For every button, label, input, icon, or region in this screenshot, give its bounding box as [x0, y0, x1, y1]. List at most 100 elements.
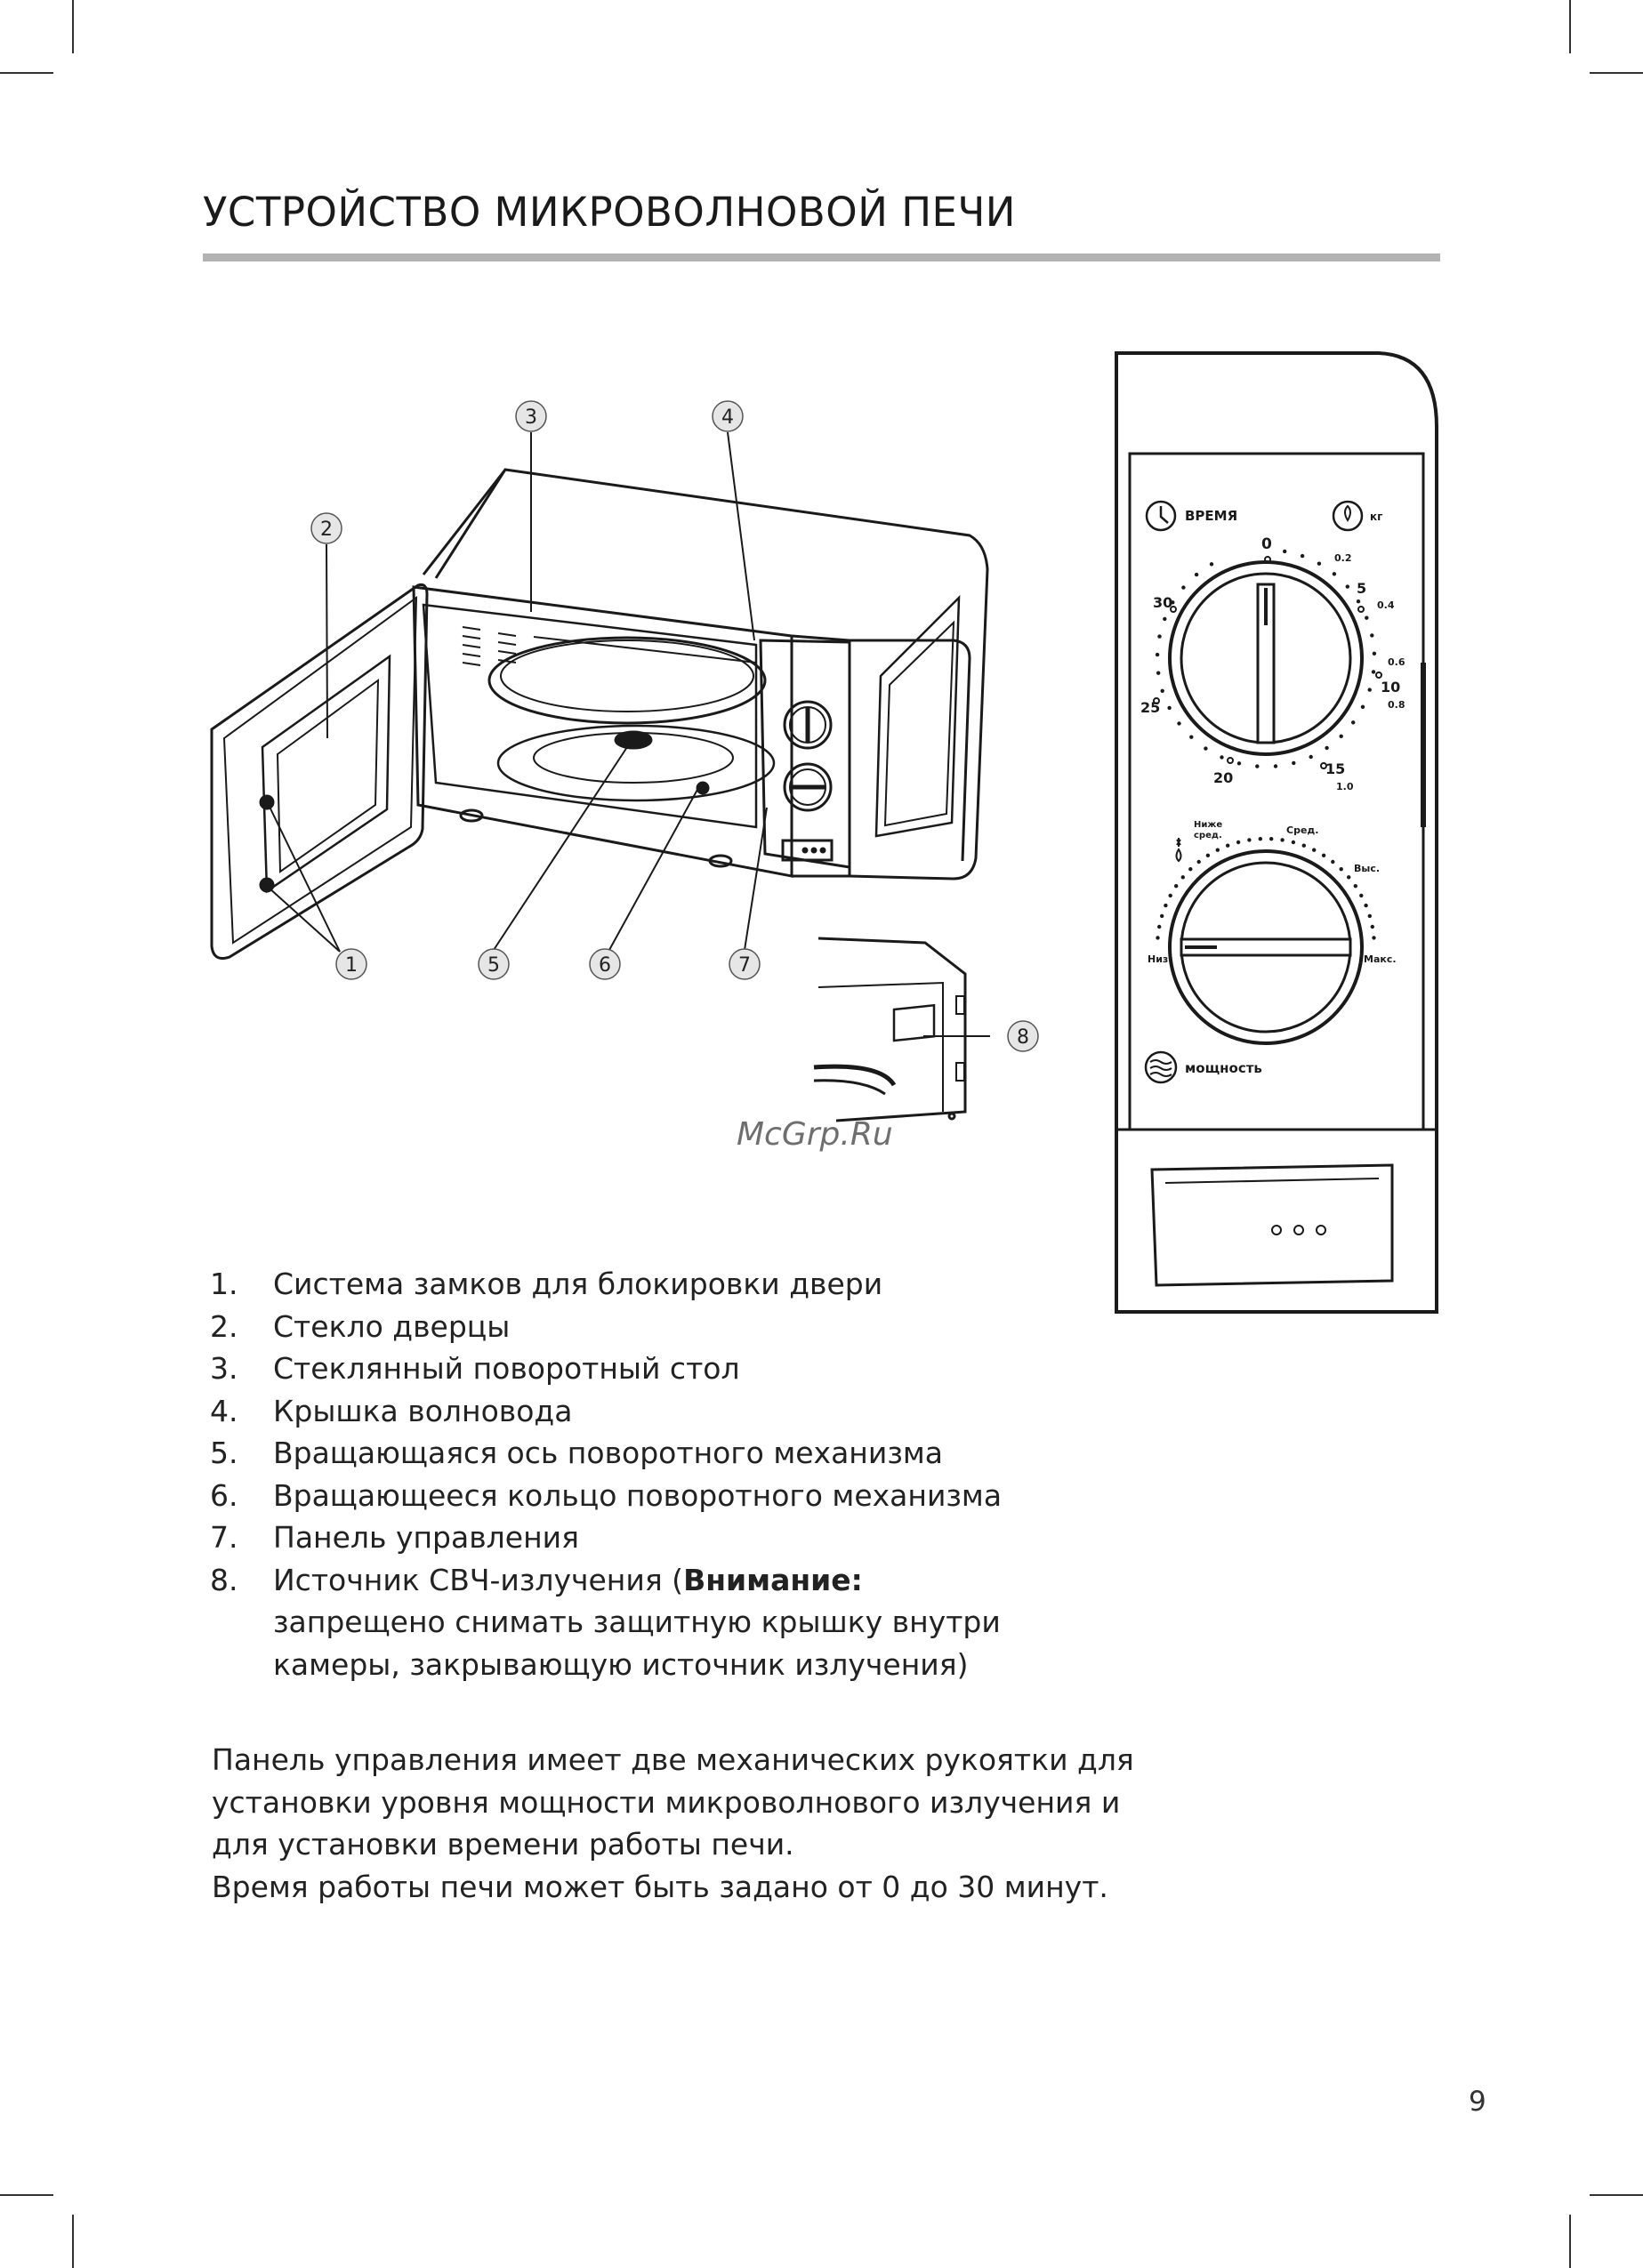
- crop-mark: [1590, 72, 1643, 74]
- weight-mark-1-0: 1.0: [1336, 781, 1354, 792]
- list-item: 1.Система замков для блокировки двери: [210, 1267, 883, 1301]
- callout-circle-4: [712, 400, 744, 432]
- time-mark-30: 30: [1153, 594, 1172, 611]
- dial-dot: [1180, 875, 1185, 880]
- callout-labels: 1 2 3 4 5 6 7 8: [310, 400, 1039, 1052]
- dial-dot: [1220, 755, 1224, 760]
- callout-circle-6: [589, 948, 621, 980]
- time-mark-10: 10: [1381, 679, 1400, 696]
- dial-dot: [1280, 838, 1285, 842]
- time-mark-20: 20: [1213, 769, 1233, 786]
- dial-dot: [1236, 840, 1241, 845]
- callout-circle-1: [335, 948, 367, 980]
- dial-dot: [1370, 924, 1374, 929]
- page-title: УСТРОЙСТВО МИКРОВОЛНОВОЙ ПЕЧИ: [203, 189, 1016, 236]
- dial-dot: [1283, 549, 1287, 554]
- dial-dot: [1356, 599, 1361, 604]
- dial-dot: [1364, 903, 1368, 908]
- time-mark-5: 5: [1357, 580, 1366, 597]
- warning-label: Внимание:: [683, 1562, 863, 1597]
- dial-dot: [1189, 735, 1194, 739]
- list-item: 4.Крышка волновода: [210, 1393, 573, 1428]
- description-paragraph: Время работы печи может быть задано от 0…: [212, 1869, 1108, 1904]
- dial-dot: [1300, 553, 1305, 559]
- crop-mark: [0, 2194, 53, 2196]
- microwave-illustration: [210, 431, 990, 1037]
- power-dial-dots: [1156, 837, 1376, 940]
- list-item: 7.Панель управления: [210, 1520, 579, 1555]
- dial-dot: [1258, 837, 1262, 841]
- dial-dot: [1332, 572, 1337, 576]
- power-label: мощность: [1185, 1060, 1262, 1076]
- dial-dot: [1339, 867, 1343, 872]
- dial-dot: [1370, 633, 1374, 638]
- dial-dot: [1351, 720, 1356, 725]
- dial-dot: [1156, 671, 1161, 675]
- list-item: 8.Источник СВЧ-излучения (Внимание: запр…: [210, 1562, 1001, 1682]
- control-panel-drawing: ВРЕМЯ кг 0 5 10 15 20 25 30 0.2 0.4 0.6 …: [1115, 351, 1438, 1314]
- dial-dot: [1167, 705, 1172, 711]
- callout-circle-3: [515, 400, 547, 432]
- parts-list: 1.Система замков для блокировки двери 2.…: [210, 1263, 1074, 1685]
- dial-dot: [1367, 688, 1372, 692]
- weight-mark-0-4: 0.4: [1377, 599, 1395, 611]
- callout-number-7: 7: [738, 954, 751, 977]
- callout-number-3: 3: [525, 406, 537, 429]
- dial-dot: [1168, 893, 1172, 898]
- list-item: 3.Стеклянный поворотный стол: [210, 1351, 740, 1386]
- dial-dot: [1255, 764, 1260, 768]
- callout-circle-8: [1007, 1020, 1039, 1052]
- dial-dot: [1215, 848, 1220, 852]
- dial-dot: [1339, 734, 1343, 738]
- dial-dot: [1371, 670, 1376, 674]
- crop-mark: [72, 2215, 74, 2268]
- dial-dot: [1365, 615, 1369, 620]
- crop-mark: [1590, 2194, 1643, 2196]
- description: Панель управления имеет две механических…: [212, 1739, 1146, 1908]
- callout-number-8: 8: [1017, 1026, 1029, 1049]
- dial-dot: [1160, 913, 1164, 919]
- dial-dot: [1347, 875, 1351, 880]
- weight-mark-0-8: 0.8: [1388, 699, 1405, 711]
- power-level-lower-mid: Ниже: [1194, 820, 1222, 830]
- list-item: 2.Стекло дверцы: [210, 1308, 511, 1344]
- dial-dot: [1321, 853, 1326, 857]
- time-mark-25: 25: [1140, 699, 1160, 716]
- crop-mark: [72, 0, 74, 53]
- dial-dot: [1177, 721, 1181, 726]
- dial-dot: [1157, 924, 1162, 929]
- waveguide-cover-detail: [813, 937, 967, 1122]
- callout-number-5: 5: [487, 954, 500, 977]
- power-level-low: Низ.: [1148, 953, 1172, 965]
- dial-dot: [1367, 913, 1372, 919]
- dial-dot: [1331, 859, 1335, 865]
- dial-dot: [1157, 634, 1162, 639]
- dial-dot: [1353, 884, 1357, 889]
- dial-dot: [1372, 651, 1377, 655]
- weight-unit-label: кг: [1370, 511, 1382, 523]
- dial-dot: [1372, 936, 1376, 940]
- microwave-waves-icon: [1144, 1050, 1178, 1084]
- dial-dot: [1359, 893, 1364, 898]
- dial-dot: [1205, 853, 1211, 857]
- dial-dot: [1181, 585, 1186, 590]
- callout-number-1: 1: [345, 954, 358, 977]
- power-level-high: Выс.: [1354, 863, 1380, 874]
- callout-number-2: 2: [320, 519, 333, 541]
- callout-circle-5: [478, 948, 510, 980]
- dial-dot: [1317, 561, 1322, 566]
- list-item: 6.Вращающееся кольцо поворотного механиз…: [210, 1477, 1003, 1513]
- page-number: 9: [1469, 2086, 1486, 2118]
- time-mark-15: 15: [1325, 760, 1345, 777]
- callout-number-4: 4: [721, 406, 734, 429]
- crop-mark: [1569, 2215, 1571, 2268]
- title-underline: [203, 253, 1440, 261]
- dial-dot: [1209, 562, 1214, 567]
- dial-dot: [1236, 761, 1242, 766]
- dial-dot: [1269, 837, 1274, 841]
- time-mark-0: 0: [1261, 535, 1272, 553]
- callout-circle-2: [310, 512, 342, 544]
- weight-mark-0-2: 0.2: [1334, 552, 1352, 564]
- dial-dot: [1171, 600, 1175, 605]
- dial-dot: [1247, 838, 1252, 842]
